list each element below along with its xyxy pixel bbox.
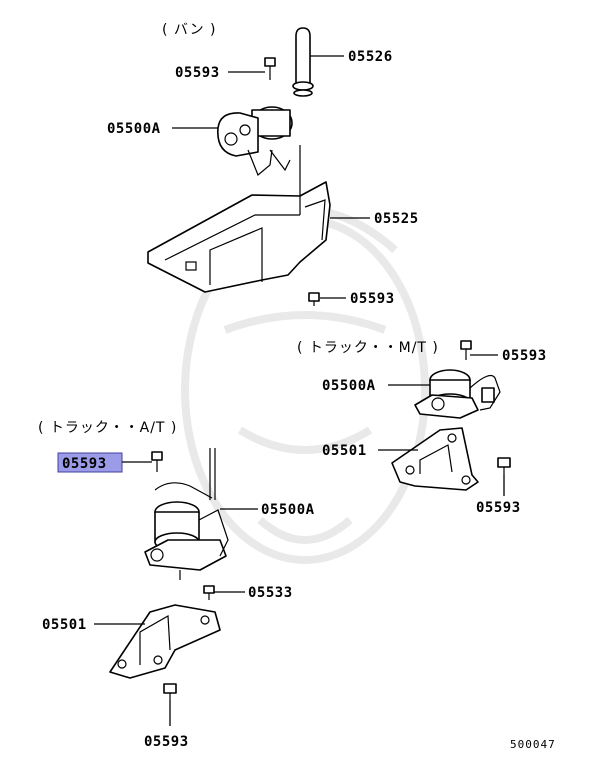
part-05500A-actuator-at <box>144 448 229 580</box>
part-05501-bracket-mt <box>391 427 479 491</box>
part-05525-bracket <box>147 145 331 293</box>
bolt-icon <box>460 340 472 360</box>
caption-van: ( バン ) <box>162 22 217 38</box>
bolt-icon <box>151 451 163 472</box>
part-05526-pipe <box>292 27 314 97</box>
label-05526: 05526 <box>348 49 393 65</box>
part-05501-bracket-at <box>109 604 221 679</box>
label-05500A-at: 05500A <box>261 502 315 518</box>
label-05501-mt: 05501 <box>322 443 367 459</box>
label-05593-mt: 05593 <box>502 348 547 364</box>
part-05500A-actuator-mt <box>414 369 501 419</box>
screw-icon <box>203 585 215 600</box>
label-05501-at: 05501 <box>42 617 87 633</box>
diagram-code: 500047 <box>510 738 556 751</box>
label-05593-at-highlight[interactable]: 05593 <box>62 456 107 472</box>
caption-truck-mt: ( トラック・・M/T ) <box>297 340 439 356</box>
label-05593-mt-bolt: 05593 <box>476 500 521 516</box>
bolt-icon <box>264 57 276 80</box>
label-05593-top: 05593 <box>175 65 220 81</box>
bolt-icon <box>308 292 320 306</box>
label-05525: 05525 <box>374 211 419 227</box>
label-05593-mid: 05593 <box>350 291 395 307</box>
label-05500A-top: 05500A <box>107 121 161 137</box>
label-05593-bottom: 05593 <box>144 734 189 750</box>
bolt-icon <box>163 683 177 700</box>
label-05500A-mt: 05500A <box>322 378 376 394</box>
bolt-icon <box>497 457 511 474</box>
caption-truck-at: ( トラック・・A/T ) <box>38 420 177 436</box>
part-05500A-actuator-van <box>217 106 293 176</box>
label-05533: 05533 <box>248 585 293 601</box>
